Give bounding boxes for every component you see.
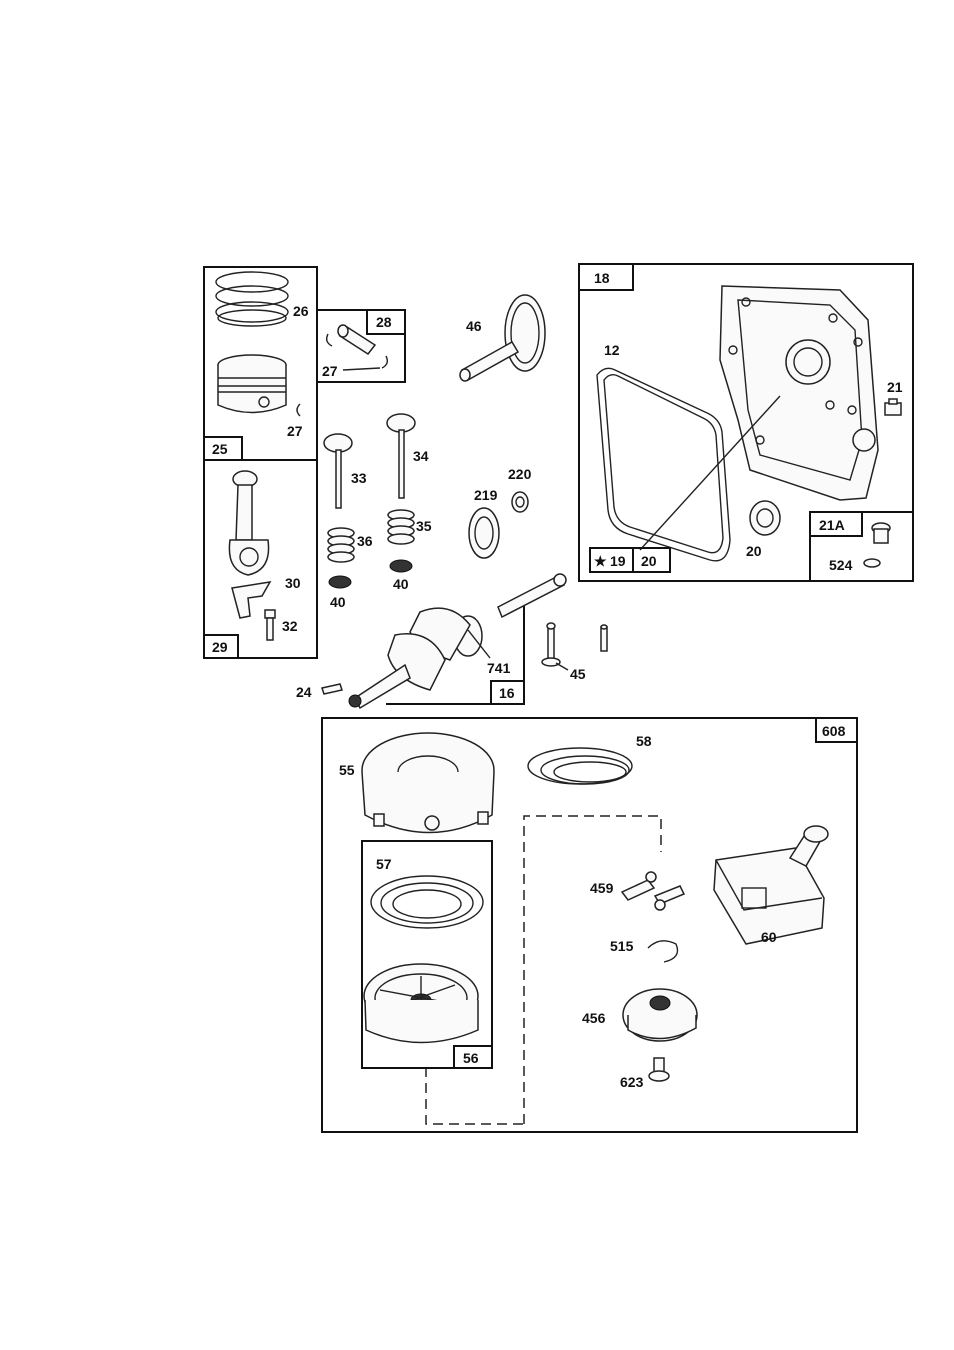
part-label-retainer: 27 bbox=[287, 423, 303, 439]
part-label-rod-bolt: 32 bbox=[282, 618, 298, 634]
washer-drawing bbox=[512, 492, 528, 512]
connecting-rod-drawing bbox=[229, 471, 268, 575]
part-label-rod-bolt-lock: 30 bbox=[285, 575, 301, 591]
part-label-washer: 220 bbox=[508, 466, 532, 482]
part-label-tappet: 45 bbox=[570, 666, 586, 682]
piston-rings-drawing bbox=[216, 272, 288, 326]
part-label-rope: 58 bbox=[636, 733, 652, 749]
part-label-exhaust-valve: 33 bbox=[351, 470, 367, 486]
piston-pin-drawing bbox=[338, 325, 375, 354]
star-symbol: ★ bbox=[594, 553, 607, 569]
part-label-plug-524: 524 bbox=[829, 557, 853, 573]
part-label-handle: 60 bbox=[761, 929, 777, 945]
box-label-piston: 25 bbox=[212, 441, 228, 457]
part-label-governor-gear: 219 bbox=[474, 487, 498, 503]
part-label-dog: 459 bbox=[590, 880, 614, 896]
screw-623-drawing bbox=[649, 1058, 669, 1081]
box-label-crankshaft: 16 bbox=[499, 685, 515, 701]
box-label-starter: 608 bbox=[822, 723, 846, 739]
part-label-key: 24 bbox=[296, 684, 312, 700]
piston-kit-group: 26 27 25 bbox=[204, 267, 317, 460]
governor-group: 219 220 bbox=[469, 466, 532, 558]
part-label-camshaft: 46 bbox=[466, 318, 482, 334]
starter-group: 608 55 58 56 57 bbox=[322, 718, 857, 1132]
box-label-breather: 21A bbox=[819, 517, 845, 533]
camshaft-drawing bbox=[460, 295, 545, 381]
drain-plug-drawing bbox=[885, 399, 901, 415]
pulley-drawing bbox=[364, 964, 478, 1043]
retainer-456-drawing bbox=[623, 989, 697, 1041]
oil-seal-drawing bbox=[750, 501, 780, 535]
starter-housing-drawing bbox=[362, 733, 494, 833]
pin-kit-group: 28 27 bbox=[317, 310, 405, 382]
crankshaft-drawing bbox=[349, 574, 566, 708]
box-label-rod: 29 bbox=[212, 639, 228, 655]
tappet-group: 45 bbox=[542, 623, 607, 682]
assembly-line-pulley bbox=[426, 1067, 524, 1124]
part-label-gasket: 12 bbox=[604, 342, 620, 358]
crankcase-group: 18 12 21 20 bbox=[579, 264, 913, 581]
crankcase-cover-drawing bbox=[720, 286, 878, 500]
tappet-2-drawing bbox=[601, 625, 607, 651]
key-drawing bbox=[322, 684, 342, 694]
recoil-spring-drawing bbox=[371, 876, 483, 928]
part-label-retainer-456: 456 bbox=[582, 1010, 606, 1026]
retaining-ring-drawing bbox=[648, 941, 678, 962]
valves-group: 33 34 35 36 40 40 bbox=[324, 414, 432, 610]
retainer-clip-drawing bbox=[297, 404, 300, 416]
part-label-rings: 26 bbox=[293, 303, 309, 319]
part-label-exhaust-spring: 36 bbox=[357, 533, 373, 549]
box-label-pulley: 56 bbox=[463, 1050, 479, 1066]
intake-spring-drawing bbox=[388, 510, 414, 544]
valve-retainer-right-drawing bbox=[390, 560, 412, 572]
starter-handle-drawing bbox=[714, 826, 828, 944]
camshaft-group: 46 bbox=[460, 295, 545, 381]
gasket-drawing bbox=[597, 368, 730, 560]
connecting-rod-group: 30 32 29 bbox=[204, 460, 317, 658]
part-label-intake-spring: 35 bbox=[416, 518, 432, 534]
rod-bolt-drawing bbox=[265, 610, 275, 640]
box-label-gasket-set-a: 19 bbox=[610, 553, 626, 569]
part-label-intake-valve: 34 bbox=[413, 448, 429, 464]
valve-retainer-left-drawing bbox=[329, 576, 351, 588]
intake-valve-drawing bbox=[387, 414, 415, 498]
part-label-drain-plug: 21 bbox=[887, 379, 903, 395]
clip-right-drawing bbox=[382, 356, 387, 368]
tappet-drawing bbox=[542, 623, 560, 666]
governor-gear-drawing bbox=[469, 508, 499, 558]
part-label-starter-housing: 55 bbox=[339, 762, 355, 778]
part-label-retainer-left: 40 bbox=[330, 594, 346, 610]
exhaust-spring-drawing bbox=[328, 528, 354, 562]
part-label-retainer-b: 27 bbox=[322, 363, 338, 379]
piston-drawing bbox=[218, 355, 286, 413]
part-label-screw-623: 623 bbox=[620, 1074, 644, 1090]
part-label-spring: 57 bbox=[376, 856, 392, 872]
box-label-gasket-set-b: 20 bbox=[641, 553, 657, 569]
rope-drawing bbox=[528, 748, 632, 784]
plug-524-drawing bbox=[864, 523, 890, 567]
box-label-crankcase: 18 bbox=[594, 270, 610, 286]
part-label-timing-gear: 741 bbox=[487, 660, 511, 676]
part-label-retainer-right: 40 bbox=[393, 576, 409, 592]
box-label-pin-kit: 28 bbox=[376, 314, 392, 330]
part-label-retaining-ring: 515 bbox=[610, 938, 634, 954]
clip-left-drawing bbox=[327, 334, 332, 346]
exhaust-valve-drawing bbox=[324, 434, 352, 508]
dog-drawing bbox=[622, 872, 684, 910]
part-label-seal: 20 bbox=[746, 543, 762, 559]
